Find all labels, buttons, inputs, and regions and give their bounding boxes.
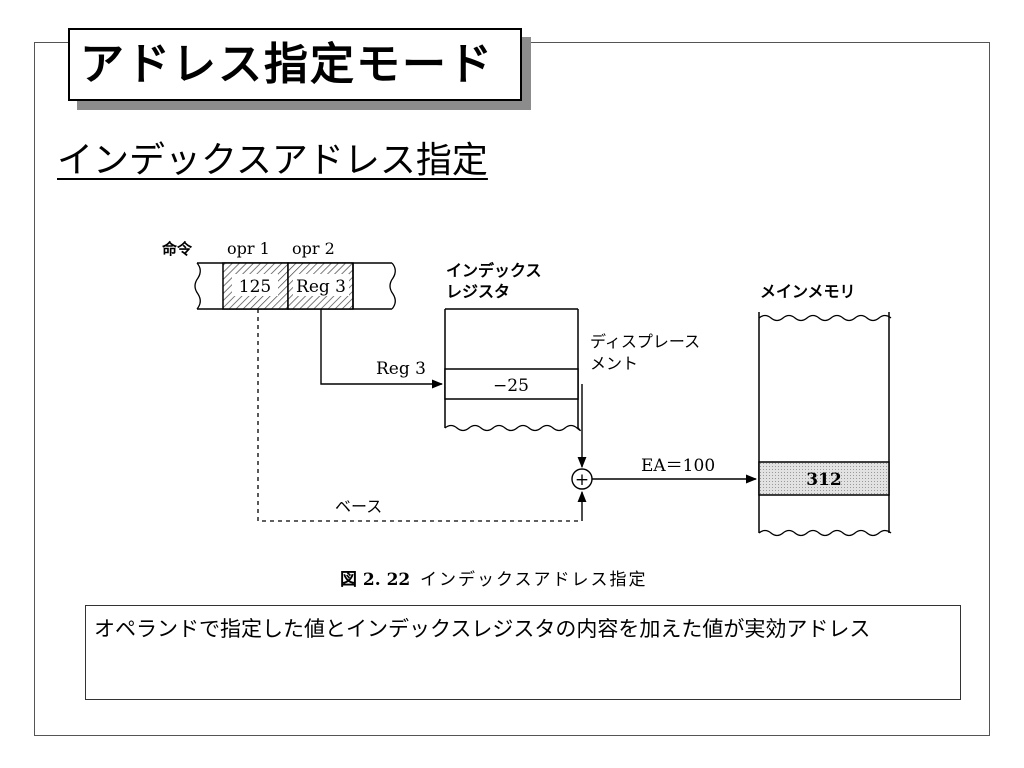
opr2-value: Reg 3: [296, 277, 346, 297]
index-register-entry: [444, 368, 579, 400]
title-box: アドレス指定モード: [68, 28, 522, 101]
opr1-value: 125: [239, 277, 271, 297]
note-text: オペランドで指定した値とインデックスレジスタの内容を加えた値が実効アドレス: [94, 617, 871, 641]
index-register-value: −25: [493, 376, 529, 396]
base-label: ベース: [335, 497, 382, 516]
memory-cell-highlighted: [758, 461, 890, 496]
instruction-word: [194, 262, 396, 310]
section-heading: インデックスアドレス指定: [57, 140, 488, 181]
figure-caption-number: 図 2. 22: [340, 570, 410, 590]
figure-caption-text: インデックスアドレス指定: [420, 569, 648, 590]
displacement-label-line2: メント: [590, 354, 638, 373]
base-path: [257, 309, 582, 522]
instruction-label: 命令: [161, 240, 193, 258]
note-box: オペランドで指定した値とインデックスレジスタの内容を加えた値が実効アドレス: [85, 605, 961, 700]
reg3-arrow: [320, 309, 444, 389]
opr1-label: opr 1: [227, 239, 270, 258]
opr2-label: opr 2: [292, 239, 335, 258]
index-register-title-line1: インデックス: [446, 261, 542, 280]
displacement-label-line1: ディスプレース: [590, 332, 700, 351]
main-memory: [758, 312, 892, 537]
index-register-title-line2: レジスタ: [446, 282, 510, 301]
memory-value: 312: [806, 470, 842, 490]
slide-title: アドレス指定モード: [80, 39, 494, 90]
effective-address-label: EA＝100: [641, 456, 715, 476]
main-memory-title: メインメモリ: [760, 282, 856, 301]
reg3-arrow-label: Reg 3: [376, 359, 426, 379]
index-register: [444, 308, 581, 432]
adder-symbol: +: [575, 470, 589, 490]
